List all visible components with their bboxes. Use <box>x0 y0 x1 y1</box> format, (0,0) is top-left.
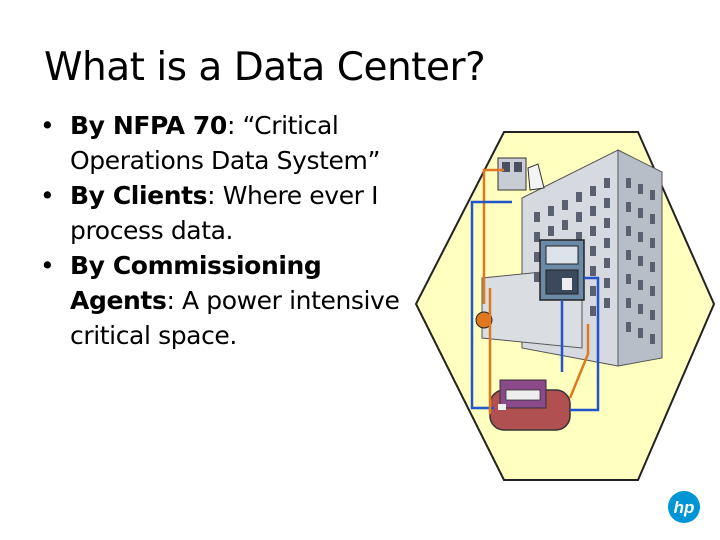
data-center-illustration <box>414 131 716 481</box>
slide-title: What is a Data Center? <box>44 45 486 90</box>
rooftop-unit <box>497 157 545 191</box>
bullet-text: : A power intensive critical space. <box>70 286 400 350</box>
wiring <box>470 168 600 414</box>
bullet-dot: • <box>40 251 55 280</box>
generator <box>489 379 571 431</box>
hp-logo: hp <box>668 491 700 523</box>
bullet-item-commissioning: • By Commissioning Agents: A power inten… <box>40 248 420 353</box>
bullet-item-clients: • By Clients: Where ever I process data. <box>40 178 420 248</box>
bullet-list: • By NFPA 70: “Critical Operations Data … <box>40 108 420 353</box>
bullet-bold: By Commissioning Agents <box>70 251 322 315</box>
bullet-text: : Where ever I process data. <box>70 181 379 245</box>
bullet-dot: • <box>40 181 55 210</box>
bullet-item-nfpa: • By NFPA 70: “Critical Operations Data … <box>40 108 420 178</box>
bullet-bold: By NFPA 70 <box>70 111 227 140</box>
bullet-text: : “Critical Operations Data System” <box>70 111 381 175</box>
hp-logo-text: hp <box>674 498 695 517</box>
bullet-dot: • <box>40 111 55 140</box>
electrical-panel <box>539 239 585 301</box>
bullet-bold: By Clients <box>70 181 208 210</box>
